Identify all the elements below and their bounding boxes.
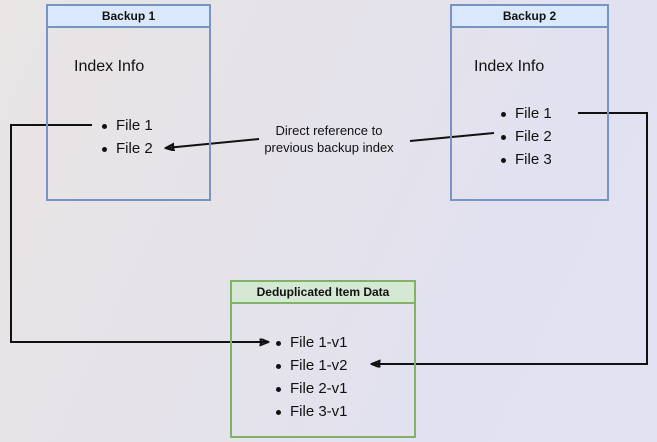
backup-1-index-info-label: Index Info [74,58,145,75]
list-item[interactable]: File 1-v1 [274,331,348,354]
node-backup-1[interactable]: Backup 1 Index Info File 1 File 2 [46,4,211,201]
list-item[interactable]: File 1 [100,114,153,137]
node-deduplicated-item-data-header: Deduplicated Item Data [232,282,414,304]
list-item[interactable]: File 2 [499,125,552,148]
backup-1-file-list: File 1 File 2 [100,114,153,160]
node-backup-2-body: Index Info File 1 File 2 File 3 [452,28,607,199]
list-item[interactable]: File 2-v1 [274,377,348,400]
list-item[interactable]: File 1-v2 [274,354,348,377]
node-backup-2-header: Backup 2 [452,6,607,28]
backup-2-index-info-label: Index Info [474,58,545,75]
dedup-file-list: File 1-v1 File 1-v2 File 2-v1 File 3-v1 [274,331,348,423]
node-deduplicated-item-data[interactable]: Deduplicated Item Data File 1-v1 File 1-… [230,280,416,438]
list-item[interactable]: File 1 [499,102,552,125]
edge-label-direct-reference: Direct reference to previous backup inde… [264,123,394,155]
list-item[interactable]: File 2 [100,137,153,160]
node-backup-2[interactable]: Backup 2 Index Info File 1 File 2 File 3 [450,4,609,201]
list-item[interactable]: File 3 [499,148,552,171]
node-deduplicated-item-data-body: File 1-v1 File 1-v2 File 2-v1 File 3-v1 [232,304,414,436]
list-item[interactable]: File 3-v1 [274,400,348,423]
node-backup-1-body: Index Info File 1 File 2 [48,28,209,199]
node-backup-1-header: Backup 1 [48,6,209,28]
backup-2-file-list: File 1 File 2 File 3 [499,102,552,171]
